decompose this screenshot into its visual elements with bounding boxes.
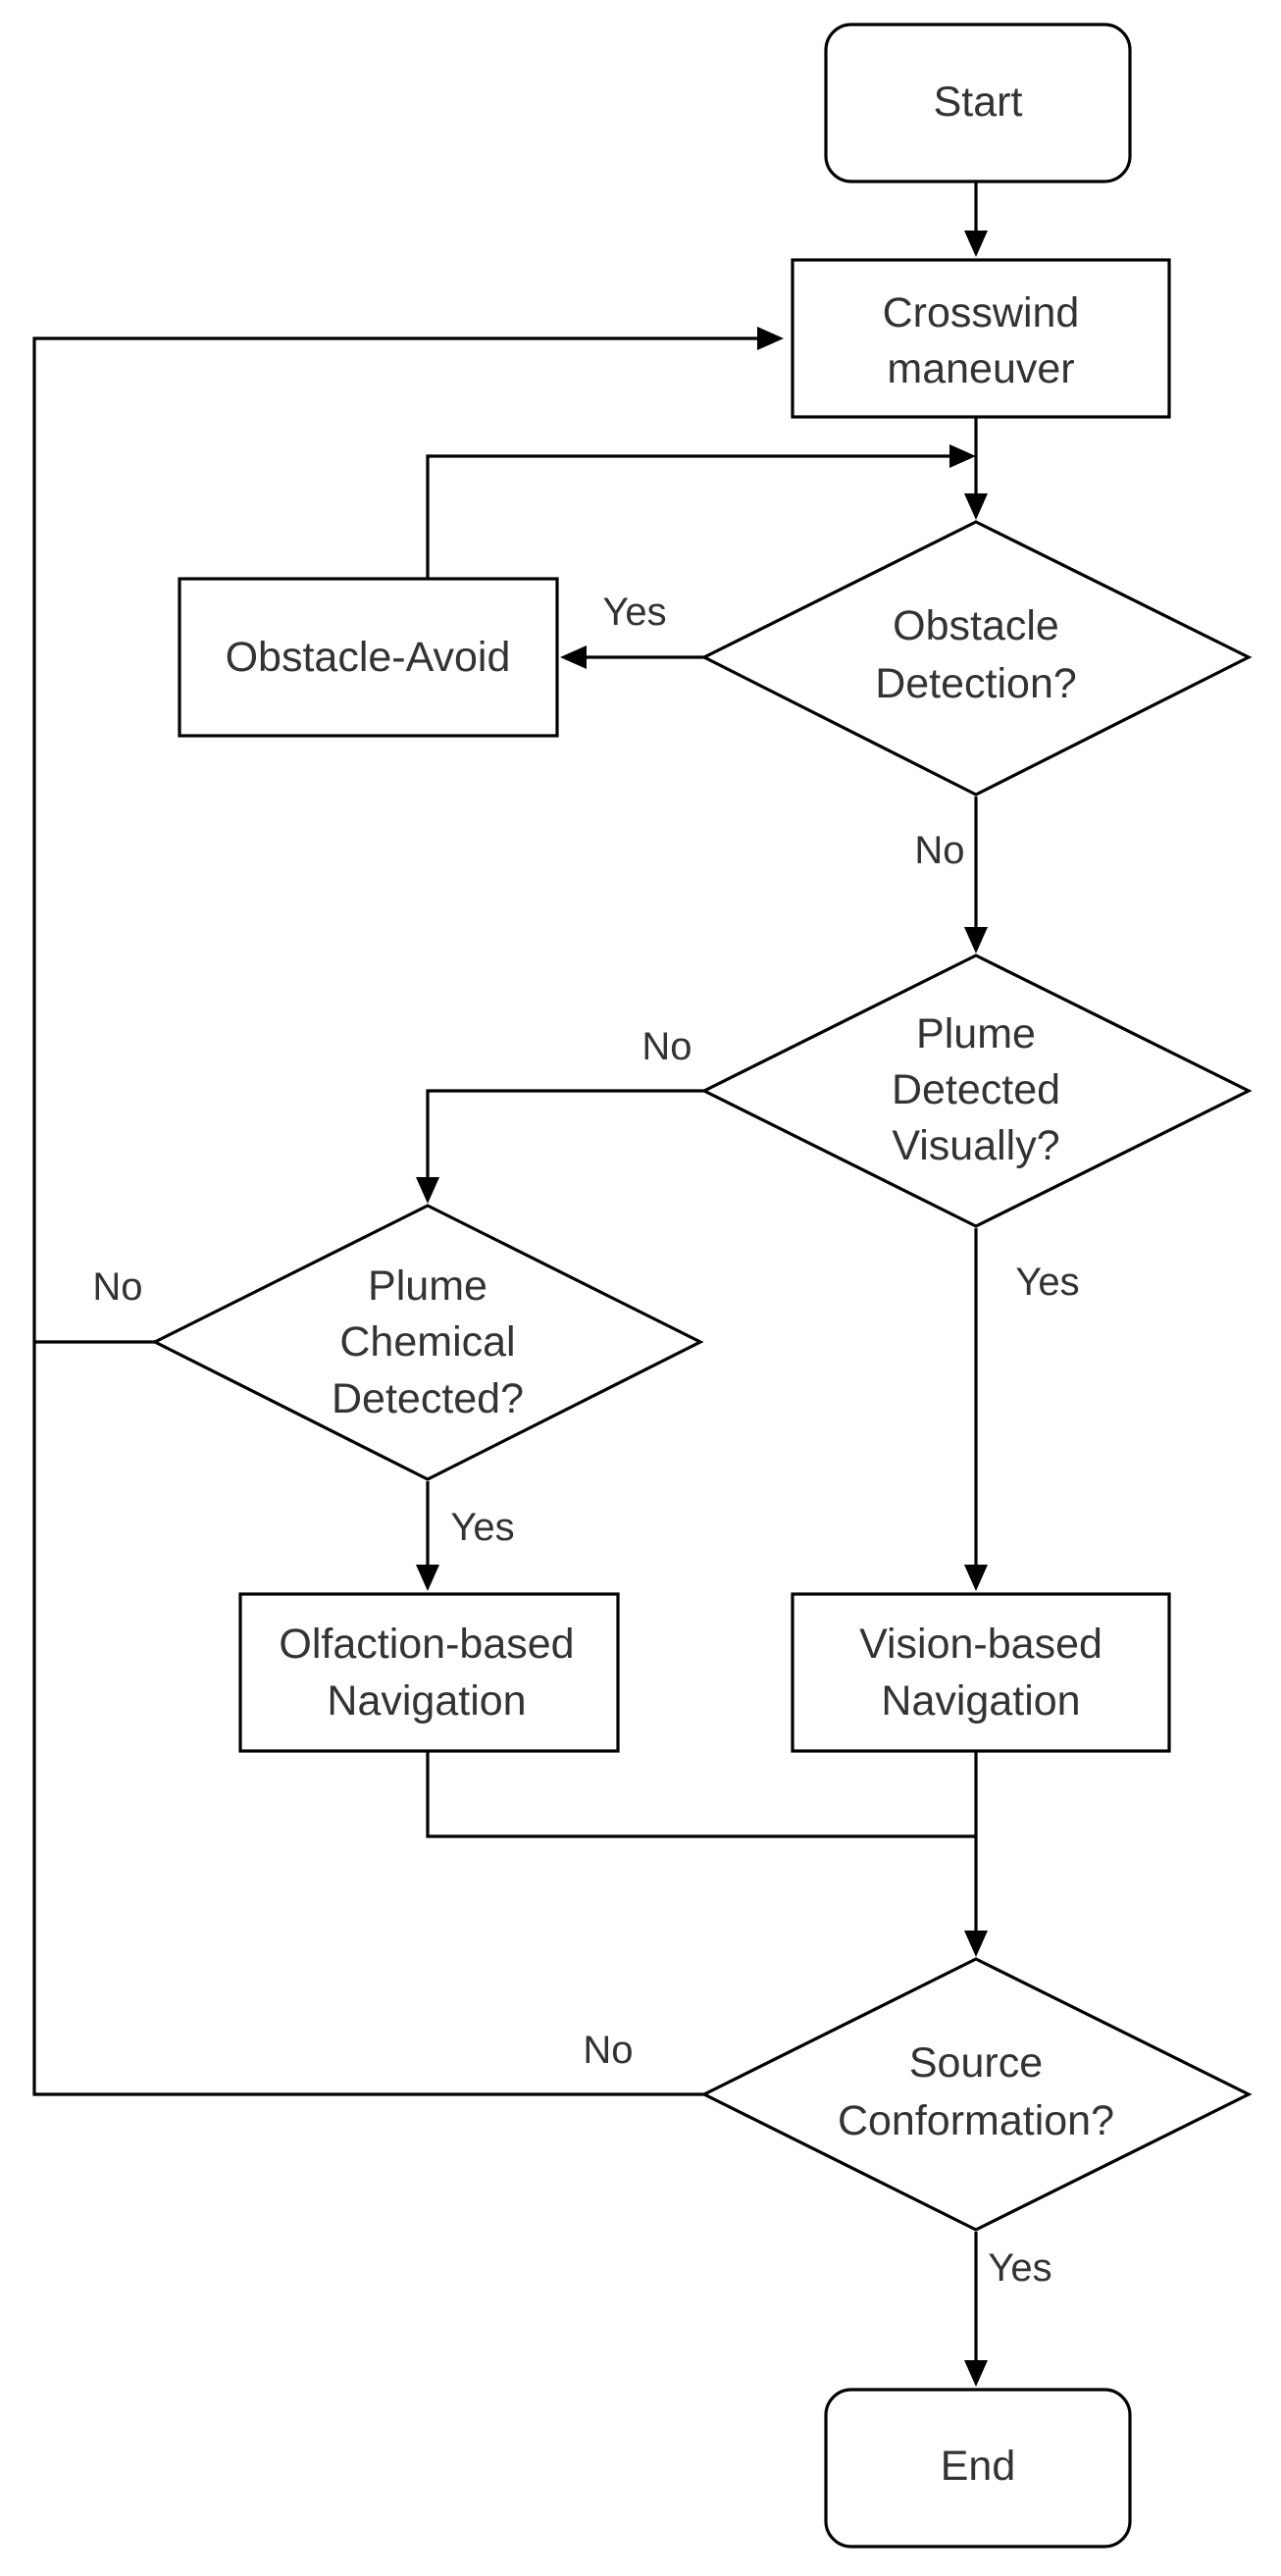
node-crosswind-maneuver: Crosswind maneuver (791, 258, 1171, 419)
node-vision-line2: Navigation (881, 1677, 1080, 1725)
node-plume-visual-line3: Visually? (892, 1122, 1059, 1169)
edge-labels: Yes No No Yes No Yes No Yes (92, 591, 1079, 2290)
node-start-label: Start (934, 78, 1023, 126)
edge-obstacle-avoid-loopback (426, 454, 949, 579)
node-obstacle-avoid: Obstacle-Avoid (178, 577, 559, 738)
node-end-label: End (941, 2443, 1016, 2490)
node-plume-visual-line2: Detected (892, 1066, 1060, 1113)
label-chemical-yes: Yes (450, 1506, 514, 1549)
node-crosswind-line2: maneuver (887, 345, 1074, 392)
node-source-conformation-line2: Conformation? (838, 2097, 1114, 2144)
node-plume-chemical-line1: Plume (368, 1262, 487, 1310)
node-olfaction-based-navigation: Olfaction-based Navigation (238, 1592, 620, 1753)
node-plume-chemical-detected: Plume Chemical Detected? (151, 1204, 704, 1481)
edge-plume-visual-no (426, 1089, 704, 1177)
node-plume-visual-line1: Plume (916, 1010, 1036, 1057)
label-source-yes: Yes (988, 2246, 1051, 2290)
node-obstacle-detection-line2: Detection? (875, 660, 1077, 707)
node-obstacle-detection-line1: Obstacle (893, 602, 1059, 649)
node-vision-line1: Vision-based (859, 1621, 1102, 1668)
node-olfaction-line1: Olfaction-based (279, 1621, 574, 1668)
label-chemical-no: No (92, 1265, 142, 1309)
node-source-conformation-line1: Source (909, 2039, 1043, 2087)
label-obstacle-yes: Yes (602, 591, 666, 634)
label-visual-no: No (641, 1025, 692, 1068)
label-source-no: No (583, 2029, 633, 2072)
node-olfaction-line2: Navigation (327, 1677, 526, 1725)
edges (32, 181, 988, 2387)
node-crosswind-line1: Crosswind (883, 289, 1080, 336)
node-obstacle-avoid-label: Obstacle-Avoid (226, 634, 511, 681)
label-obstacle-no: No (914, 829, 964, 872)
node-start: Start (824, 23, 1132, 183)
edge-olfaction-to-merge (426, 1751, 976, 1838)
node-obstacle-detection: Obstacle Detection? (700, 520, 1253, 797)
node-plume-chemical-line2: Chemical (339, 1318, 515, 1365)
node-end: End (824, 2388, 1132, 2549)
node-vision-based-navigation: Vision-based Navigation (791, 1592, 1171, 1753)
label-visual-yes: Yes (1015, 1261, 1079, 1304)
node-source-conformation: Source Conformation? (700, 1957, 1253, 2232)
edge-source-conformation-no (32, 336, 757, 2096)
node-plume-chemical-line3: Detected? (332, 1375, 524, 1422)
node-plume-detected-visually: Plume Detected Visually? (700, 953, 1253, 1228)
